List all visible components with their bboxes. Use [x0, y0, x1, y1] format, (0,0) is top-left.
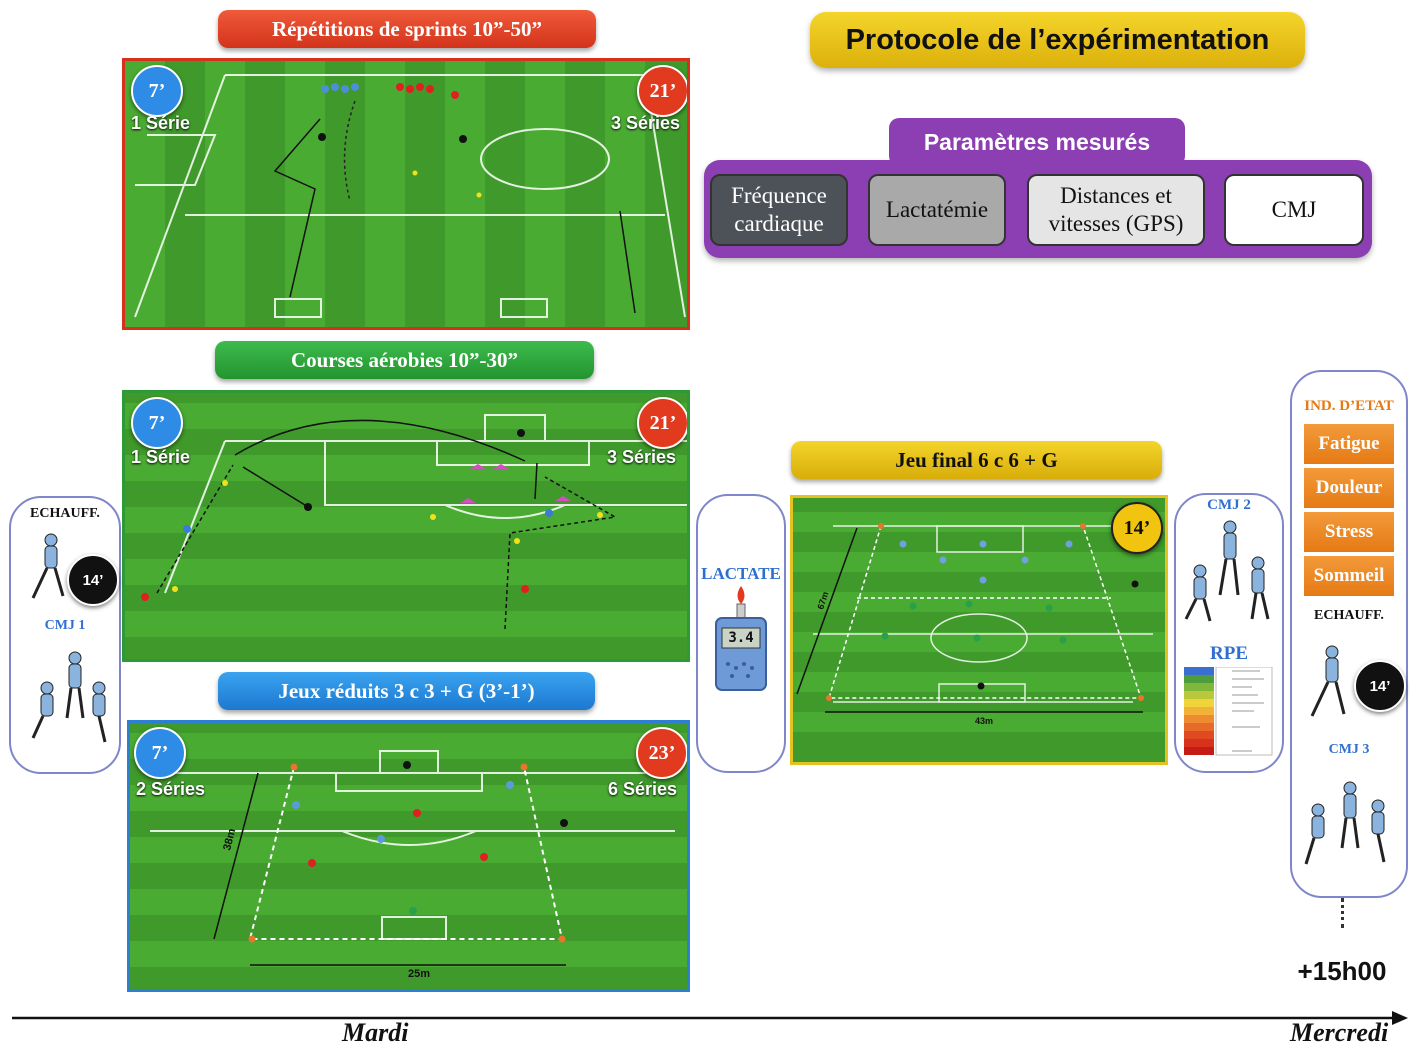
protocol-title: Protocole de l’expérimentation: [810, 12, 1305, 68]
param-lactate: Lactatémie: [868, 174, 1006, 246]
sprint-series-left: 1 Série: [131, 113, 191, 133]
aerobic-end-time-badge: 21’: [637, 397, 687, 449]
aerobic-start-time-badge: 7’: [131, 397, 183, 449]
parameters-heading: Paramètres mesurés: [889, 118, 1185, 166]
delay-label: +15h00: [1297, 956, 1387, 986]
final-game-title: Jeu final 6 c 6 + G: [791, 441, 1162, 479]
sprint-end-time-badge: 21’: [637, 65, 687, 117]
lactate-meter-icon: [715, 586, 767, 691]
cmj2-players-icon: [1184, 520, 1270, 622]
indicator-fatigue: Fatigue: [1304, 424, 1394, 464]
sprint-field-drawing: [125, 61, 687, 327]
indicator-pain: Douleur: [1304, 468, 1394, 508]
cmj3-label: CMJ 3: [1328, 742, 1370, 757]
post-test-capsule: CMJ 2 RPE: [1174, 493, 1284, 773]
lactate-capsule: LACTATE 3.4: [696, 494, 786, 773]
small-games-width-label: 25m: [408, 968, 430, 980]
param-gps: Distances et vitesses (GPS): [1027, 174, 1205, 246]
lactate-label: LACTATE: [701, 564, 781, 583]
state-indicators-label: IND. D’ETAT: [1304, 398, 1394, 414]
aerobic-series-right: 3 Séries: [607, 447, 677, 467]
aerobic-series-left: 1 Série: [131, 447, 191, 467]
lactate-reading: 3.4: [728, 630, 754, 646]
small-games-field-drawing: 38m 25m: [130, 723, 687, 989]
warmup2-time-badge: 14’: [1354, 660, 1406, 712]
warmup-label: ECHAUFF.: [30, 506, 100, 521]
drill-sprints-title: Répétitions de sprints 10”-50”: [218, 10, 596, 48]
cmj2-label: CMJ 2: [1207, 497, 1251, 513]
final-game-time-badge: 14’: [1111, 502, 1163, 554]
small-games-series-right: 6 Séries: [608, 779, 678, 799]
warmup-players-icon: [31, 533, 107, 743]
small-games-end-time-badge: 23’: [636, 727, 687, 779]
param-heart-rate: Fréquence cardiaque: [710, 174, 848, 246]
small-games-start-time-badge: 7’: [134, 727, 186, 779]
drill-small-games-title: Jeux réduits 3 c 3 + G (3’-1’): [218, 672, 595, 710]
small-games-series-left: 2 Séries: [136, 779, 206, 799]
indicator-stress: Stress: [1304, 512, 1394, 552]
warmup-capsule: ECHAUFF. 14’ CMJ 1: [9, 496, 121, 774]
indicator-sleep: Sommeil: [1304, 556, 1394, 596]
sprint-series-right: 3 Séries: [611, 113, 681, 133]
sprint-field: 7’ 1 Série 21’ 3 Séries: [122, 58, 690, 330]
state-indicators-capsule: IND. D’ETAT Fatigue Douleur Stress Somme…: [1290, 370, 1408, 898]
drill-aerobic-title: Courses aérobies 10”-30”: [215, 341, 594, 379]
rpe-scale-chart: [1184, 667, 1273, 756]
timeline-start-day: Mardi: [342, 1018, 409, 1047]
timeline-arrow: [12, 1011, 1408, 1025]
delay-connector: [1341, 898, 1344, 928]
sprint-start-time-badge: 7’: [131, 65, 183, 117]
final-game-width-label: 43m: [975, 716, 993, 726]
cmj1-label: CMJ 1: [44, 618, 86, 633]
warmup2-label: ECHAUFF.: [1314, 608, 1384, 623]
final-game-field-drawing: 67m 43m: [793, 498, 1165, 762]
param-cmj: CMJ: [1224, 174, 1364, 246]
final-game-field: 67m 43m 14’: [790, 495, 1168, 765]
aerobic-field-drawing: [125, 393, 687, 659]
aerobic-field: 7’ 1 Série 21’ 3 Séries: [122, 390, 690, 662]
small-games-field: 38m 25m 7’ 2 Séries 23’ 6 Séries: [127, 720, 690, 992]
rpe-label: RPE: [1210, 643, 1248, 664]
warmup2-players-icon: [1304, 645, 1386, 865]
state-indicator-list: Fatigue Douleur Stress Sommeil: [1304, 424, 1394, 600]
timeline-end-day: Mercredi: [1290, 1018, 1389, 1047]
parameters-panel: Fréquence cardiaque Lactatémie Distances…: [704, 160, 1372, 258]
small-games-length-label: 38m: [221, 827, 238, 851]
warmup-time-badge: 14’: [67, 554, 119, 606]
